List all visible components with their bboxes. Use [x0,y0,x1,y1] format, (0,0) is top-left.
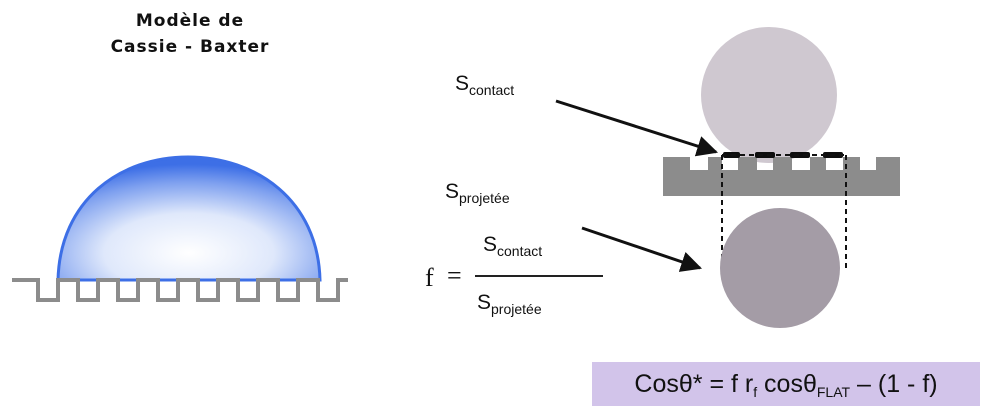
water-droplet [56,155,322,282]
title-line-2: Cassie - Baxter [110,37,270,57]
droplet-sphere-top [701,27,837,163]
s-projetee-base: S [445,180,460,203]
denominator-sub: projetée [491,301,542,317]
s-projetee-label: Sprojetée [445,180,510,206]
arrow-projetee [581,226,702,272]
arrow-contact [555,99,719,157]
fraction-equals: = [447,261,462,290]
s-contact-sub: contact [469,82,515,98]
formula-part-2: cosθ [757,370,817,398]
fraction-bar [475,275,603,277]
cassie-baxter-formula: Cosθ* = f rf cosθFLAT – (1 - f) [592,362,980,406]
formula-part-3: – (1 - f) [850,370,938,398]
numerator-sub: contact [497,243,543,259]
textured-surface-right [663,157,900,196]
projection-lines [721,154,847,270]
s-contact-base: S [455,72,470,95]
formula-part-1: Cosθ* = f r [634,370,754,398]
s-projetee-sub: projetée [459,190,510,206]
numerator-base: S [483,233,498,256]
fraction-denominator: Sprojetée [477,291,542,317]
fraction-variable: f [425,263,434,292]
formula-sub-2: FLAT [816,384,851,400]
diagram-title: Modèle de Cassie - Baxter [40,8,340,60]
fraction-numerator: Scontact [483,233,542,259]
projected-disc [720,208,840,328]
formula-sub-1: f [753,384,758,400]
rough-substrate-left [12,278,348,302]
denominator-base: S [477,291,492,314]
s-contact-label: Scontact [455,72,514,98]
title-line-1: Modèle de [135,11,245,31]
